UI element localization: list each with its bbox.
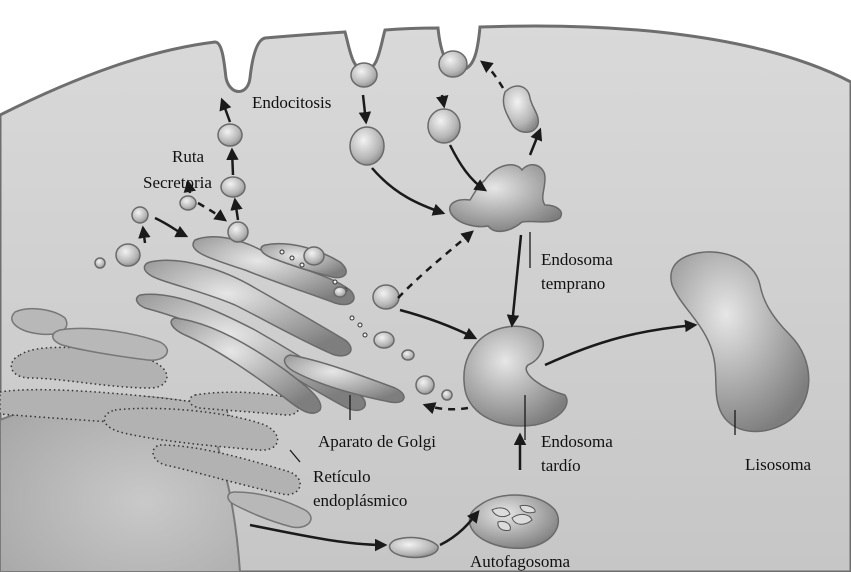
- label-aparato-golgi: Aparato de Golgi: [318, 432, 436, 451]
- label-endoplasmico: endoplásmico: [313, 491, 407, 510]
- label-endocitosis: Endocitosis: [252, 93, 331, 112]
- label-secretoria: Secretoria: [143, 173, 212, 192]
- label-endosoma-temprano-1: Endosoma: [541, 250, 613, 269]
- label-endosoma-temprano-2: temprano: [541, 274, 605, 293]
- label-ruta: Ruta: [172, 147, 205, 166]
- label-endosoma-tardio-1: Endosoma: [541, 432, 613, 451]
- label-endosoma-tardio-2: tardío: [541, 456, 581, 475]
- label-lisosoma: Lisosoma: [745, 455, 812, 474]
- label-autofagosoma: Autofagosoma: [470, 552, 571, 571]
- label-reticulo: Retículo: [313, 467, 371, 486]
